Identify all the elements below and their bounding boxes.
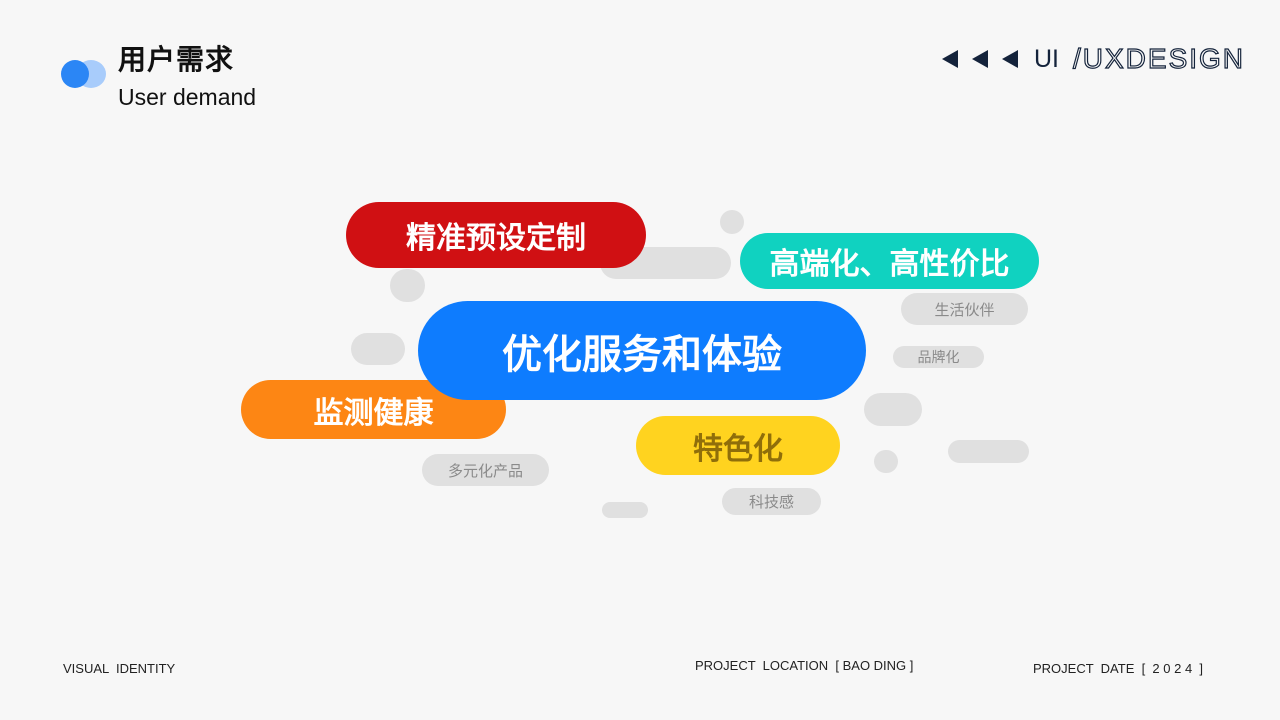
- tag-characteristic: 特色化: [636, 416, 840, 475]
- brand-ui-text: UI: [1034, 44, 1059, 73]
- tag-tech-sense: 科技感: [722, 488, 821, 515]
- decorative-dot: [874, 450, 898, 473]
- page-title: 用户需求: [118, 43, 235, 76]
- tag-optimize-service-experience: 优化服务和体验: [418, 301, 866, 400]
- decorative-bar: [948, 440, 1029, 463]
- tag-diversified-products: 多元化产品: [422, 454, 549, 486]
- tag-high-end-value: 高端化、高性价比: [740, 233, 1039, 289]
- brand-uxdesign-text: /UXDESIGN: [1072, 42, 1246, 74]
- decorative-dot: [720, 210, 744, 234]
- logo-circle-dark: [61, 60, 89, 88]
- decorative-dot: [390, 269, 425, 302]
- brand-mark: UI /UXDESIGN: [942, 42, 1245, 76]
- tag-health-monitoring: 监测健康: [241, 380, 506, 439]
- triangle-left-icon: [1002, 50, 1018, 68]
- decorative-bar: [602, 502, 648, 518]
- tag-life-partner: 生活伙伴: [901, 293, 1028, 325]
- footer-visual-identity: VISUAL IDENTITY: [63, 661, 176, 676]
- decorative-bar: [351, 333, 405, 365]
- tag-branding: 品牌化: [893, 346, 984, 368]
- triangle-left-icon: [972, 50, 988, 68]
- footer-project-date: PROJECT DATE [ 2 0 2 4 ]: [1033, 661, 1204, 676]
- tag-precise-customization: 精准预设定制: [346, 202, 646, 268]
- triangle-left-icon: [942, 50, 958, 68]
- footer-project-location: PROJECT LOCATION [ BAO DING ]: [695, 658, 914, 673]
- decorative-bar: [864, 393, 922, 426]
- page-subtitle: User demand: [118, 84, 257, 110]
